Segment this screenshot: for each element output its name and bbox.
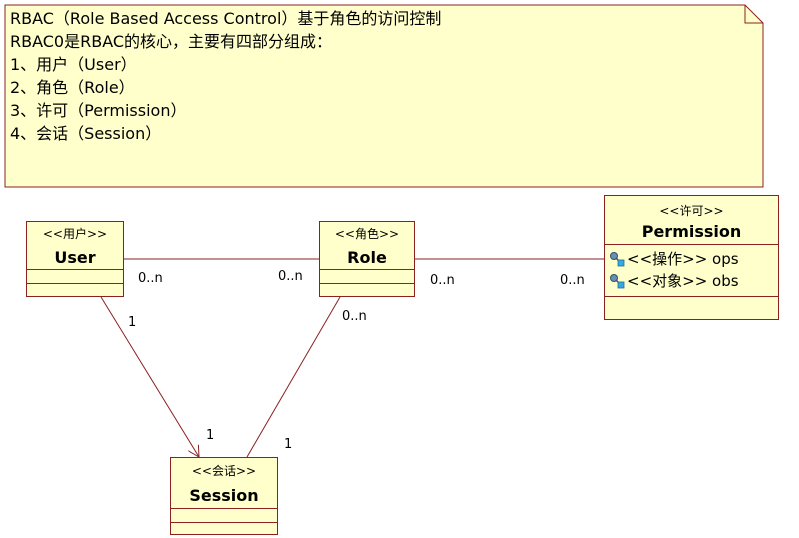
permission-stereotype: <<许可>>	[659, 204, 724, 218]
permission-attribute-obs-label: <<对象>> obs	[627, 272, 739, 290]
multiplicity-role-session-role-end: 0..n	[342, 309, 367, 324]
note-line-5: 3、许可（Permission）	[10, 101, 187, 120]
permission-attribute-ops-label: <<操作>> ops	[627, 250, 739, 268]
note-line-1: RBAC（Role Based Access Control）基于角色的访问控制	[10, 9, 442, 28]
role-class-name: Role	[347, 248, 387, 267]
multiplicity-role-permission-permission-end: 0..n	[560, 273, 585, 288]
session-stereotype: <<会话>>	[191, 464, 257, 478]
role-separator	[320, 283, 414, 284]
note-box	[4, 4, 764, 188]
role-stereotype: <<角色>>	[334, 227, 400, 241]
role-class[interactable]: <<角色>> Role	[319, 221, 415, 297]
key-attribute-icon	[610, 252, 625, 267]
multiplicity-role-session-session-end: 1	[284, 437, 293, 452]
multiplicity-user-role-user-end: 0..n	[138, 271, 163, 286]
permission-attribute-obs: <<对象>> obs	[609, 271, 739, 291]
permission-attribute-ops: <<操作>> ops	[609, 249, 739, 269]
role-separator	[320, 269, 414, 270]
user-class-name: User	[54, 248, 96, 267]
user-separator	[27, 269, 123, 270]
permission-class-name: Permission	[641, 222, 742, 241]
session-separator	[171, 522, 277, 523]
role-session-association	[246, 296, 341, 458]
multiplicity-user-session-user-end: 1	[128, 315, 137, 330]
note-line-2: RBAC0是RBAC的核心，主要有四部分组成：	[10, 32, 333, 51]
session-class[interactable]: <<会话>> Session	[170, 457, 278, 535]
multiplicity-role-permission-role-end: 0..n	[430, 273, 455, 288]
note-line-3: 1、用户（User）	[10, 55, 137, 74]
permission-separator	[605, 244, 778, 245]
user-class[interactable]: <<用户>> User	[26, 221, 124, 297]
multiplicity-user-session-session-end: 1	[206, 428, 215, 443]
permission-separator	[605, 296, 778, 297]
user-separator	[27, 283, 123, 284]
note-line-4: 2、角色（Role）	[10, 78, 135, 97]
permission-class[interactable]: <<许可>> Permission <<操作>> ops <<对象>> obs	[604, 195, 779, 320]
note-line-6: 4、会话（Session）	[10, 124, 162, 143]
session-class-name: Session	[189, 486, 259, 505]
user-stereotype: <<用户>>	[42, 227, 108, 241]
key-attribute-icon	[610, 274, 625, 289]
multiplicity-user-role-role-end: 0..n	[278, 269, 303, 284]
user-session-association	[100, 296, 199, 457]
session-separator	[171, 508, 277, 509]
